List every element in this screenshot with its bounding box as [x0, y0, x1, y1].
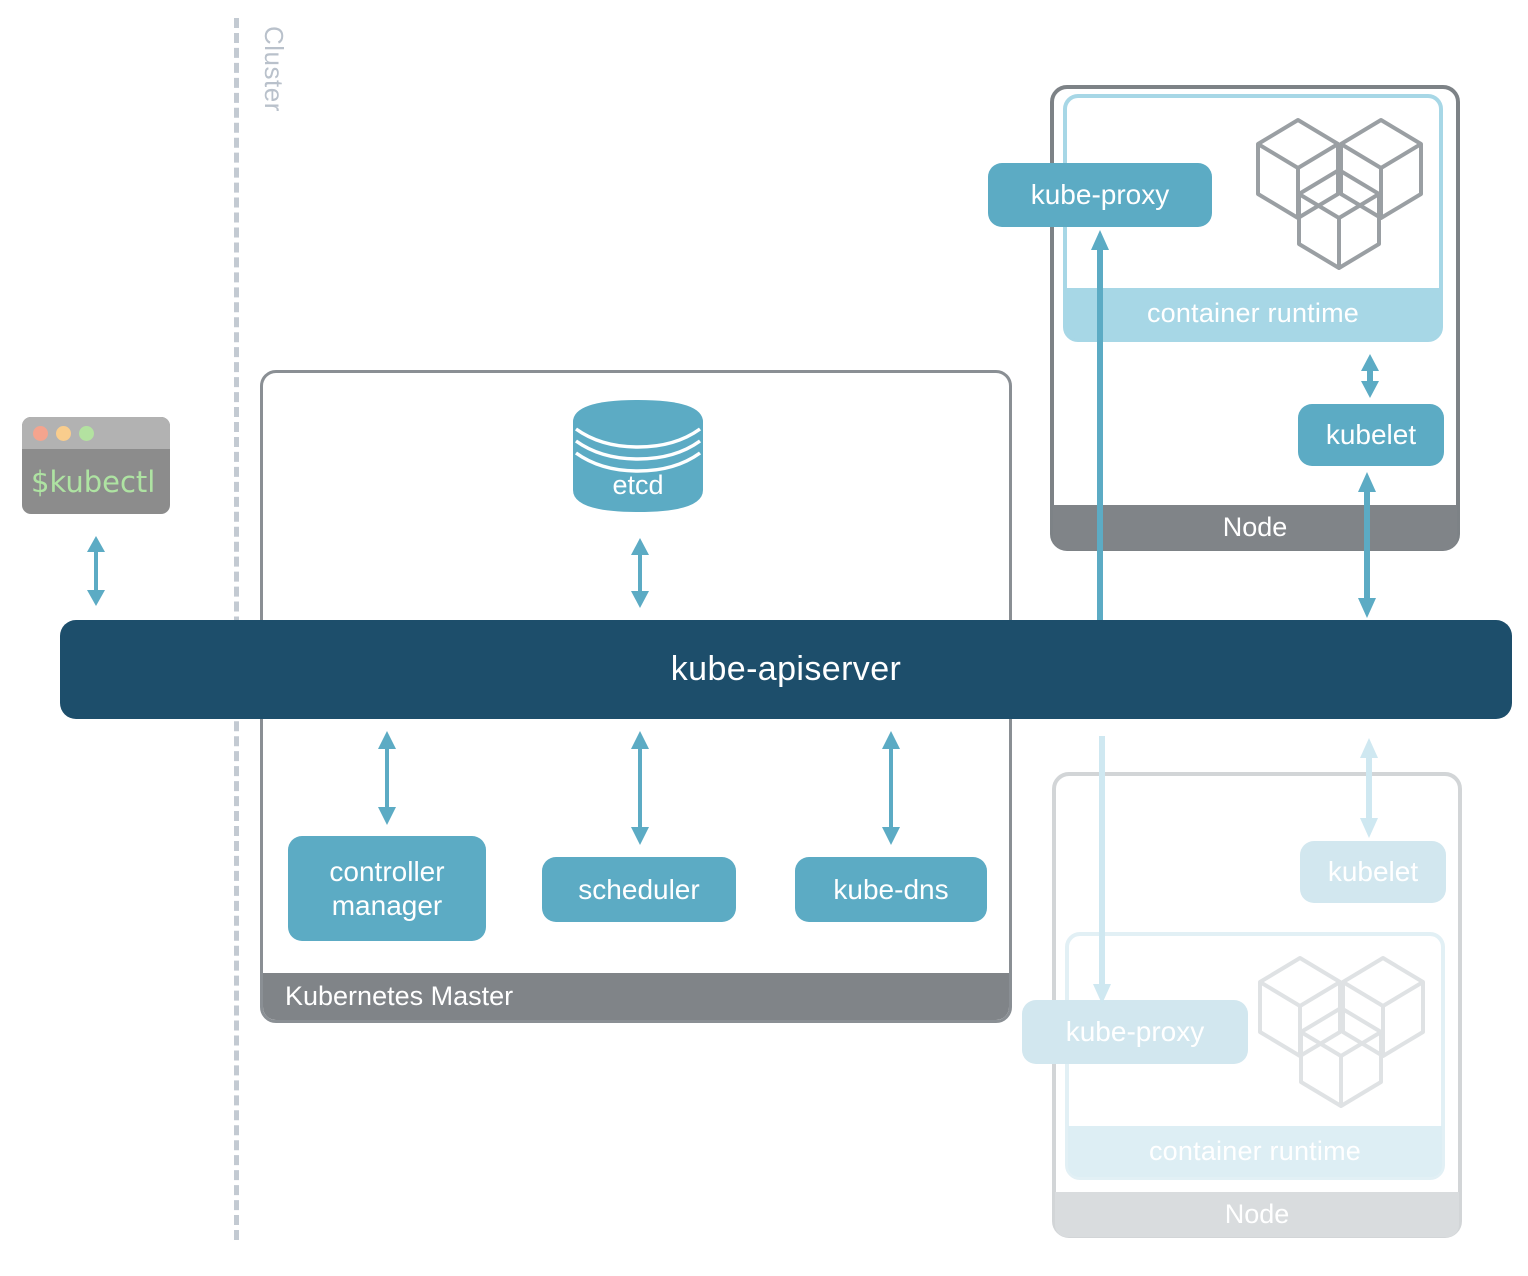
- cluster-label: Cluster: [259, 26, 289, 112]
- node-active-kube-proxy-pill[interactable]: kube-proxy: [988, 163, 1212, 227]
- node-faded-label: Node: [1224, 1199, 1290, 1229]
- arrow-kubectl-to-apiserver: [82, 530, 110, 612]
- kubectl-terminal[interactable]: $kubectl: [22, 417, 170, 514]
- kube-dns-pill[interactable]: kube-dns: [795, 857, 987, 922]
- node-active-pods-cubes-icon: [1252, 112, 1427, 272]
- etcd-cylinder[interactable]: etcd: [573, 400, 703, 512]
- node-faded-footer: Node: [1055, 1192, 1459, 1237]
- node-faded-container-runtime-bar: container runtime: [1068, 1126, 1442, 1177]
- node-active-kubelet-pill[interactable]: kubelet: [1298, 404, 1444, 466]
- terminal-titlebar: [22, 417, 170, 449]
- controller-manager-label-line2: manager: [331, 889, 443, 921]
- node-faded-kube-proxy-label: kube-proxy: [1065, 1016, 1205, 1048]
- arrow-apiserver-to-kube-proxy-faded: [1089, 736, 1115, 1006]
- window-close-dot-icon[interactable]: [33, 425, 48, 441]
- node-active-container-runtime-bar: container runtime: [1066, 288, 1440, 339]
- scheduler-label: scheduler: [578, 873, 700, 905]
- node-active-label: Node: [1222, 512, 1288, 542]
- node-faded-kube-proxy-pill[interactable]: kube-proxy: [1022, 1000, 1248, 1064]
- arrow-apiserver-to-kube-proxy-active: [1087, 228, 1113, 620]
- window-maximize-dot-icon[interactable]: [79, 425, 94, 441]
- window-minimize-dot-icon[interactable]: [56, 425, 71, 441]
- terminal-prompt-text: $kubectl: [31, 464, 156, 499]
- arrow-etcd-to-apiserver: [626, 534, 654, 612]
- kube-dns-label: kube-dns: [833, 873, 949, 905]
- node-active-footer: Node: [1053, 505, 1457, 550]
- arrow-apiserver-to-scheduler: [626, 727, 654, 849]
- kube-apiserver-label: kube-apiserver: [670, 650, 902, 688]
- node-active-kube-proxy-label: kube-proxy: [1030, 179, 1170, 211]
- kube-apiserver-bar[interactable]: kube-apiserver: [60, 620, 1512, 719]
- arrow-apiserver-to-kubelet-faded: [1356, 736, 1382, 840]
- node-faded-kubelet-pill[interactable]: kubelet: [1300, 841, 1446, 903]
- node-active-container-runtime-label: container runtime: [1146, 298, 1359, 328]
- node-active-kubelet-label: kubelet: [1325, 419, 1417, 451]
- controller-manager-label-line1: controller: [329, 856, 445, 888]
- node-faded-container-runtime-label: container runtime: [1148, 1136, 1361, 1166]
- kubernetes-master-label: Kubernetes Master: [285, 981, 514, 1011]
- controller-manager-pill[interactable]: controller manager: [288, 836, 486, 941]
- arrow-apiserver-to-kubelet-active: [1354, 470, 1380, 620]
- node-faded-kubelet-label: kubelet: [1327, 856, 1419, 888]
- arrow-runtime-to-kubelet-active: [1357, 352, 1383, 400]
- kubernetes-master-footer: Kubernetes Master: [263, 973, 1009, 1020]
- arrow-apiserver-to-controller-manager: [373, 727, 401, 829]
- scheduler-pill[interactable]: scheduler: [542, 857, 736, 922]
- arrow-apiserver-to-kube-dns: [877, 727, 905, 849]
- svg-text:etcd: etcd: [612, 470, 663, 500]
- terminal-body[interactable]: $kubectl: [22, 449, 170, 514]
- node-faded-pods-cubes-icon: [1254, 950, 1429, 1110]
